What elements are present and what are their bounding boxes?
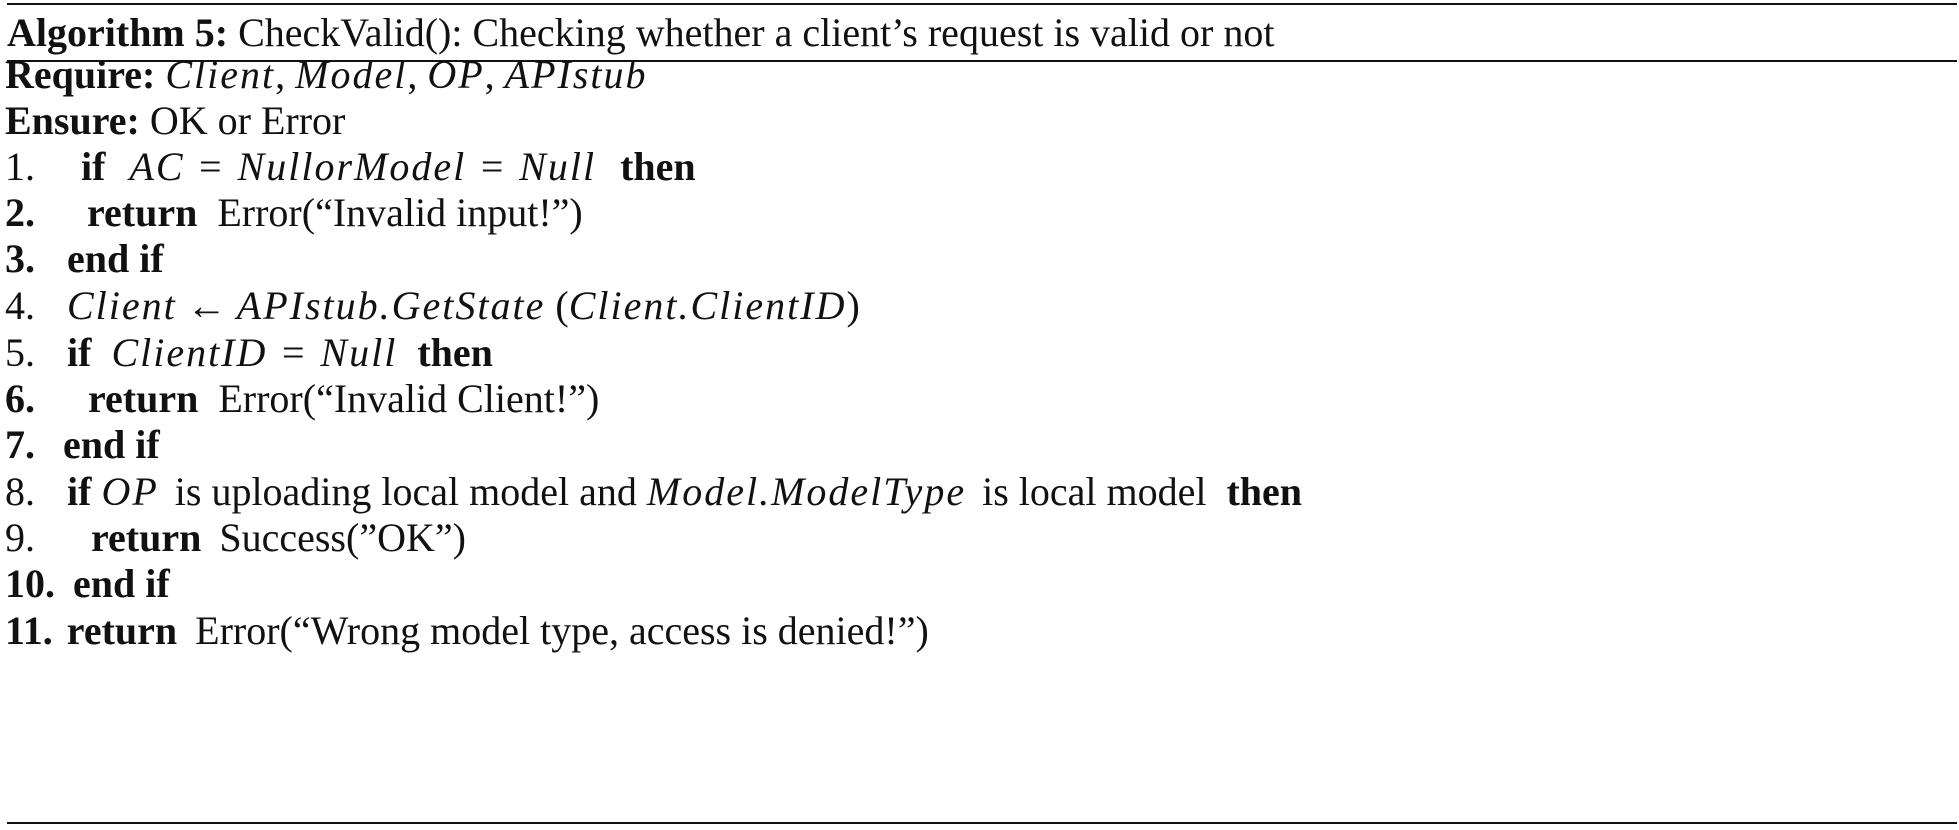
algo-line-5: 5. if ClientID = Null then: [5, 324, 493, 382]
keyword-end-if: end if: [63, 422, 160, 467]
condition-var: Model.ModelType: [646, 469, 967, 514]
condition-text: is uploading local model and: [174, 469, 637, 514]
keyword-then: then: [417, 330, 493, 375]
algorithm-caption: CheckValid(): Checking whether a client’…: [238, 10, 1275, 55]
keyword-then: then: [620, 144, 696, 189]
line-number: 10.: [5, 561, 55, 606]
algo-line-10: 10. end if: [5, 555, 170, 613]
keyword-return: return: [66, 608, 178, 653]
line-number: 1.: [5, 144, 35, 189]
algo-line-9: 9. return Success(”OK”): [5, 509, 466, 567]
keyword-end-if: end if: [73, 561, 170, 606]
algo-line-7: 7. end if: [5, 416, 160, 474]
bottom-rule: [7, 822, 1957, 824]
algo-line-8: 8. if OP is uploading local model and Mo…: [5, 463, 1302, 521]
keyword-return: return: [91, 515, 202, 560]
assign-target: Client: [67, 283, 177, 328]
line-number: 7.: [5, 422, 35, 467]
require-label: Require:: [5, 52, 156, 97]
line-number: 3.: [5, 236, 35, 281]
algo-line-1: 1. if AC = NullorModel = Null then: [5, 138, 696, 196]
line-number: 9.: [5, 515, 35, 560]
return-value: Error(“Invalid input!”): [217, 190, 583, 235]
condition-text: is local model: [982, 469, 1207, 514]
separator: ,: [484, 52, 495, 97]
algo-line-2: 2. return Error(“Invalid input!”): [5, 184, 583, 242]
require-line: Require: Client, Model, OP, APIstub: [5, 46, 648, 104]
keyword-end-if: end if: [67, 236, 164, 281]
algo-line-11: 11. return Error(“Wrong model type, acce…: [5, 602, 929, 660]
line-number: 6.: [5, 376, 35, 421]
algo-line-4: 4. Client ← APIstub.GetState (Client.Cli…: [5, 277, 860, 335]
keyword-if: if: [81, 144, 106, 189]
return-value: Success(”OK”): [219, 515, 466, 560]
line-number: 5.: [5, 330, 35, 375]
algorithm-title: Algorithm 5: CheckValid(): Checking whet…: [7, 6, 1274, 60]
condition-var: OP: [101, 469, 159, 514]
algorithm-label: Algorithm 5:: [7, 10, 229, 55]
algo-line-6: 6. return Error(“Invalid Client!”): [5, 370, 599, 428]
ensure-line: Ensure: OK or Error: [5, 92, 345, 150]
line-number: 4.: [5, 283, 35, 328]
function-arg: Client.ClientID: [568, 283, 847, 328]
condition-expr: AC = NullorModel = Null: [129, 144, 597, 189]
line-number: 2.: [5, 190, 35, 235]
keyword-return: return: [87, 190, 198, 235]
condition-expr: ClientID = Null: [111, 330, 398, 375]
keyword-then: then: [1226, 469, 1303, 514]
return-value: Error(“Wrong model type, access is denie…: [195, 608, 929, 653]
function-call: APIstub.GetState: [236, 283, 546, 328]
require-var: OP: [427, 52, 485, 97]
line-number: 8.: [5, 469, 35, 514]
separator: ,: [407, 52, 418, 97]
require-var: Model: [295, 52, 408, 97]
keyword-return: return: [88, 376, 199, 421]
line-number: 11.: [5, 608, 53, 653]
top-rule: [7, 3, 1957, 5]
ensure-label: Ensure:: [5, 98, 140, 143]
algo-line-3: 3. end if: [5, 230, 164, 288]
return-value: Error(“Invalid Client!”): [218, 376, 600, 421]
keyword-if: if: [67, 330, 92, 375]
header-rule: [7, 60, 1957, 62]
ensure-text: OK or Error: [149, 98, 346, 143]
separator: ,: [275, 52, 286, 97]
require-var: APIstub: [504, 52, 648, 97]
require-var: Client: [165, 52, 276, 97]
keyword-if: if: [67, 469, 92, 514]
assign-arrow: ←: [186, 283, 227, 328]
